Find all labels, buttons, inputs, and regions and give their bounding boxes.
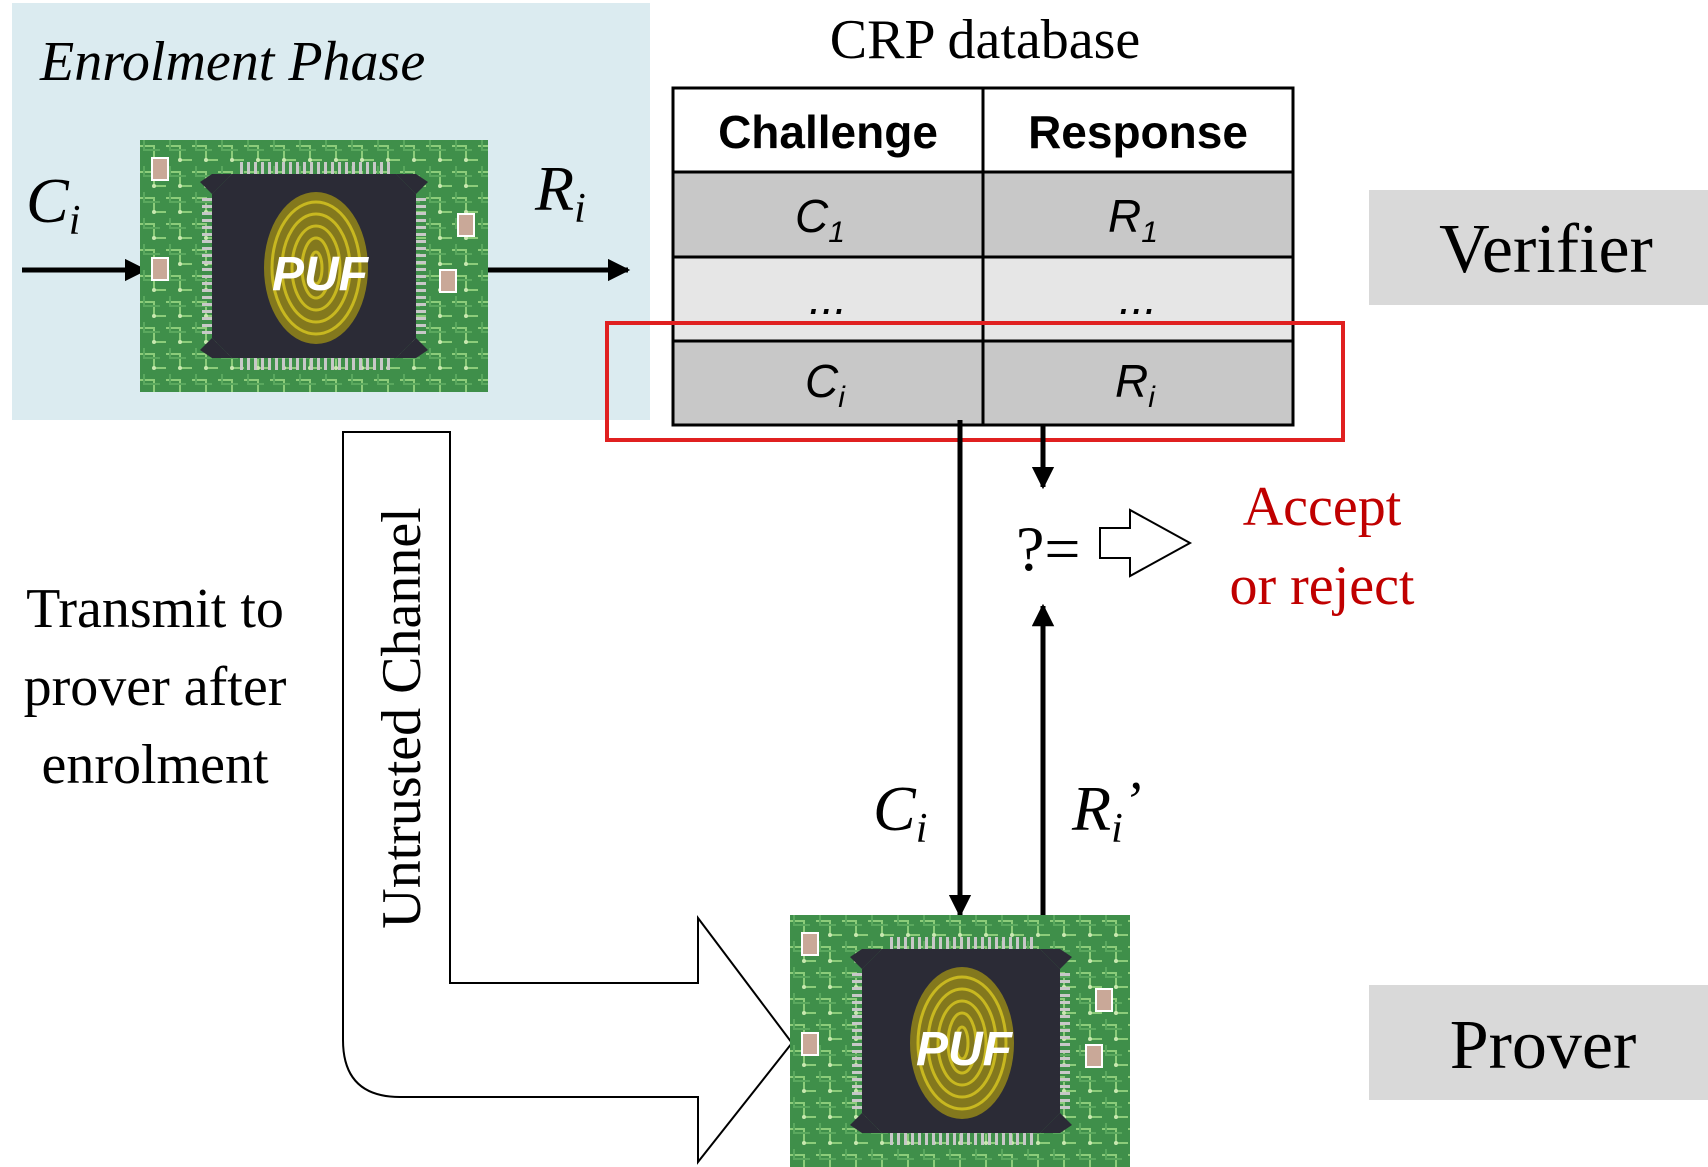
verifier-box xyxy=(1369,190,1708,305)
response-arrow-label: Ri’ xyxy=(1071,771,1141,852)
crp-table xyxy=(671,86,1295,427)
transmit-line-3: enrolment xyxy=(41,734,268,796)
verifier-label: Verifier xyxy=(1439,211,1653,288)
challenge-arrow-label: Ci xyxy=(873,773,927,852)
untrusted-channel-hollow-arrow-icon xyxy=(342,431,794,1165)
enrolment-output-label: Ri xyxy=(534,153,586,232)
comparison-symbol: ?= xyxy=(1016,513,1081,584)
cell-response: Ri xyxy=(1115,355,1156,414)
result-hollow-arrow-icon xyxy=(1099,508,1193,578)
result-line-2: or reject xyxy=(1230,555,1415,617)
enrolment-chip-label: PUF xyxy=(272,248,370,301)
prover-chip-label: PUF xyxy=(916,1023,1014,1076)
cell-challenge: Ci xyxy=(805,355,846,414)
selected-crp-highlight xyxy=(605,321,1345,442)
enrolment-input-label: Ci xyxy=(26,165,80,244)
cell-challenge: ... xyxy=(809,272,847,324)
cell-challenge: C1 xyxy=(795,190,845,249)
transmit-line-2: prover after xyxy=(24,656,287,718)
prover-box xyxy=(1369,985,1708,1100)
prover-label: Prover xyxy=(1450,1007,1637,1084)
enrolment-chip-icon: PUF xyxy=(140,140,488,392)
transmit-line-1: Transmit to xyxy=(26,578,284,640)
cell-response: R1 xyxy=(1108,190,1158,249)
prover-fingerprint-icon xyxy=(910,967,1014,1119)
channel-label: Untrusted Channel xyxy=(371,507,433,928)
header-challenge: Challenge xyxy=(718,106,938,158)
enrolment-fingerprint-icon xyxy=(264,192,368,344)
cell-response: ... xyxy=(1119,272,1157,324)
result-line-1: Accept xyxy=(1243,476,1402,538)
prover-chip-icon: PUF xyxy=(790,915,1130,1167)
enrolment-title: Enrolment Phase xyxy=(39,31,425,93)
header-response: Response xyxy=(1028,106,1248,158)
database-title: CRP database xyxy=(830,9,1141,71)
